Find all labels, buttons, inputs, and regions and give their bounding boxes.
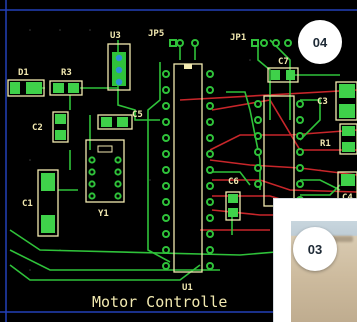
regulator-u3: [107, 43, 131, 91]
capacitor-c3: [335, 81, 357, 121]
slide-badge-03[interactable]: 03: [293, 227, 337, 271]
label-c3: C3: [317, 97, 328, 107]
label-c7: C7: [278, 57, 289, 67]
resistor-r3: [49, 80, 83, 96]
label-u1: U1: [182, 283, 193, 293]
label-r1: R1: [320, 139, 331, 149]
label-d1: D1: [18, 68, 29, 78]
green-traces: [9, 39, 341, 281]
label-u3: U3: [110, 31, 121, 41]
label-c6: C6: [228, 177, 239, 187]
label-c2: C2: [32, 123, 43, 133]
slide-badge-03-label: 03: [307, 241, 323, 257]
capacitor-c6: [225, 191, 241, 221]
capacitor-c5: [97, 114, 133, 130]
board-title: Motor Controlle: [92, 293, 227, 311]
slide-badge-04[interactable]: 04: [298, 20, 342, 64]
ic-u1: [162, 63, 214, 273]
label-c1: C1: [22, 199, 33, 209]
next-slide-thumbnail[interactable]: 03: [273, 198, 357, 322]
label-jp5: JP5: [148, 29, 164, 39]
label-y1: Y1: [98, 209, 109, 219]
capacitor-c7: [267, 67, 299, 83]
resistor-r1: [339, 123, 357, 155]
label-r3: R3: [61, 68, 72, 78]
crystal-y1: [85, 139, 125, 203]
capacitor-c2: [52, 111, 69, 143]
label-jp1: JP1: [230, 33, 246, 43]
slide-badge-04-label: 04: [312, 34, 328, 50]
capacitor-c1: [37, 169, 59, 237]
header-jp1: [251, 39, 292, 47]
label-c5: C5: [132, 110, 143, 120]
header-jp5: [169, 39, 199, 47]
diode-d1: [7, 79, 45, 97]
